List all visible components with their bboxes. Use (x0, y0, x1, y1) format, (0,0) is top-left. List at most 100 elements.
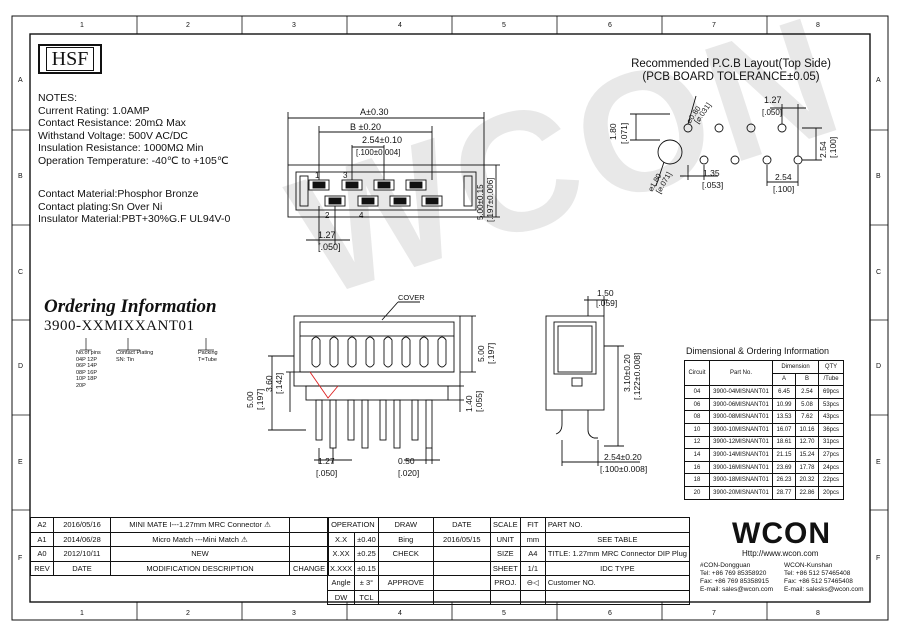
contact-kunshan: WCON-Kunshan Tel: +86 512 57465408 Fax: … (784, 562, 864, 593)
grid-col-5: 5 (502, 22, 506, 29)
grid-col-8: 8 (816, 22, 820, 29)
grid-row-d: D (18, 363, 23, 370)
front-d500l: 5.00 (245, 391, 255, 408)
pin-2: 2 (325, 211, 330, 220)
material-line: Contact Material:Phosphor Bronze (38, 188, 199, 200)
pin-1: 1 (315, 171, 320, 180)
table-row: A2 2016/05/16 MINI MATE I---1.27mm MRC C… (30, 517, 330, 533)
contact-dongguan: #CON-Dongguan Tel: +86 769 85358920 Fax:… (700, 562, 774, 593)
pcb-d135: 1.35 (703, 168, 720, 178)
front-view (268, 301, 476, 464)
dim-pitch: 1.27 (318, 230, 336, 240)
side-d254: 2.54±0.20 (604, 452, 642, 462)
pcb-title: Recommended P.C.B Layout(Top Side) (PCB … (631, 58, 831, 83)
pcb-d053: [.053] (702, 180, 723, 190)
note-line: Withstand Voltage: 500V AC/DC (38, 129, 188, 142)
side-d150: 1.50 (597, 288, 614, 298)
title-block: OPERATION DRAW DATE SCALE FIT PART NO. X… (326, 517, 690, 605)
grid-col-4: 4 (398, 22, 402, 29)
dim-pitch-in: [.050] (318, 242, 341, 252)
table-row: REV DATE MODIFICATION DESCRIPTION CHANGE (30, 560, 330, 576)
note-line: Contact Resistance: 20mΩ Max (38, 117, 186, 129)
pcb-layout (630, 95, 822, 187)
front-d197: [.197] (486, 343, 496, 364)
grid-col-7: 7 (712, 22, 716, 29)
note-line: Operation Temperature: -40℃ to +105℃ (38, 154, 229, 167)
grid-col-1: 1 (80, 22, 84, 29)
pcb-d050: [.050] (762, 108, 782, 117)
note-line: Insulation Resistance: 1000MΩ Min (38, 142, 204, 154)
notes-heading: NOTES: (38, 92, 78, 104)
table-row: A0 2012/10/11 NEW (30, 546, 330, 562)
front-d020: [.020] (398, 468, 419, 478)
grid-row-c: C (18, 269, 23, 276)
dim-h-in: [.197±0.006] (486, 178, 495, 222)
side-d122: [.122±0.008] (632, 353, 642, 400)
dim-a: A±0.30 (360, 107, 388, 117)
note-line: Current Rating: 1.0AMP (38, 104, 150, 117)
company-website: Http://www.wcon.com (742, 549, 819, 558)
ordering-packing: Packing T=Tube (198, 350, 218, 363)
notes: NOTES: Current Rating: 1.0AMP Contact Re… (38, 92, 229, 167)
side-d310: 3.10±0.20 (622, 354, 632, 392)
dim-h: 5.00±0.15 (476, 184, 485, 220)
ordering-leaders (80, 338, 214, 351)
dim-c1: 2.54±0.10 (362, 135, 402, 145)
front-d197l: [.197] (255, 389, 265, 410)
grid-col-5b: 5 (502, 610, 506, 617)
grid-col-2b: 2 (186, 610, 190, 617)
grid-col-8b: 8 (816, 610, 820, 617)
dim-table-title: Dimensional & Ordering Information (686, 346, 830, 356)
material-line: Insulator Material:PBT+30%G.F UL94V-0 (38, 213, 231, 225)
grid-row-a-r: A (876, 77, 881, 84)
revision-table: A2 2016/05/16 MINI MATE I---1.27mm MRC C… (30, 517, 330, 576)
grid-row-e: E (18, 459, 23, 466)
grid-row-e-r: E (876, 459, 881, 466)
grid-col-3b: 3 (292, 610, 296, 617)
front-d050b: 0.50 (398, 456, 415, 466)
grid-row-b-r: B (876, 173, 881, 180)
pcb-d254: 2.54 (818, 141, 828, 158)
front-view-red-mark (309, 371, 339, 399)
grid-row-a: A (18, 77, 23, 84)
grid-row-f: F (18, 555, 22, 562)
table-row: A1 2014/06/28 Micro Match ---Mini Match … (30, 531, 330, 547)
front-cover: COVER (398, 293, 425, 302)
pcb-d127: 1.27 (764, 95, 782, 105)
materials: Contact Material:Phosphor Bronze Contact… (38, 188, 230, 226)
side-d100: [.100±0.008] (600, 464, 647, 474)
projection-icon: ⊖◁ (526, 578, 539, 588)
material-line: Contact plating:Sn Over Ni (38, 200, 163, 213)
front-d360: 3.60 (264, 375, 274, 392)
ordering-code: 3900-XXMIXXANT01 (44, 318, 195, 334)
pin-4: 4 (359, 211, 364, 220)
wcon-logo: WCON (732, 517, 831, 550)
grid-col-1b: 1 (80, 610, 84, 617)
grid-labels: 1 2 3 4 5 6 7 8 1 2 3 4 5 6 7 8 A B C D … (18, 22, 881, 617)
dim-table: Circuit Part No. Dimension QTY A B /Tube… (684, 359, 844, 500)
table-header-row: Circuit Part No. Dimension QTY (684, 359, 844, 387)
grid-col-6: 6 (608, 22, 612, 29)
dim-b: B ±0.20 (350, 122, 381, 132)
pcb-d100b: [.100] (773, 184, 794, 194)
hsf-logo: HSF (38, 44, 102, 74)
grid-col-2: 2 (186, 22, 190, 29)
front-d142: [.142] (274, 373, 284, 394)
grid-col-3: 3 (292, 22, 296, 29)
front-d055: [.055] (474, 391, 484, 412)
side-d059: [.059] (596, 298, 617, 308)
side-view (545, 296, 640, 466)
grid-col-6b: 6 (608, 610, 612, 617)
front-d500: 5.00 (476, 345, 486, 362)
ordering-pins: No.of pins 04P 12P 06P 14P 08P 16P 10P 1… (76, 350, 101, 389)
